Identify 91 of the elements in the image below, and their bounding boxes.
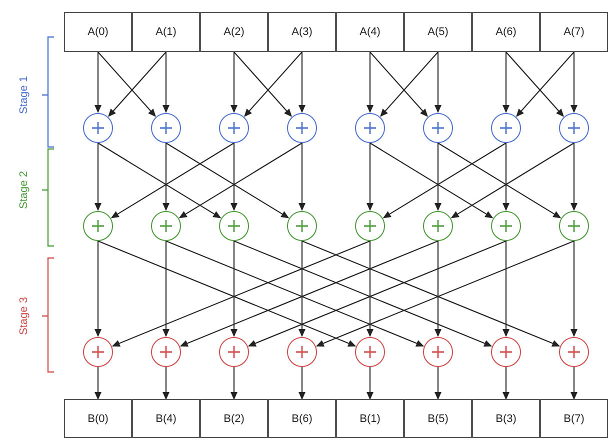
adder-circle [151,211,181,241]
adder-circle [219,211,249,241]
adder-circle [287,113,317,143]
table-cell: B(4) [132,399,200,438]
arrow [380,52,438,117]
arrow [230,367,238,400]
stage-label: Stage 2 [18,171,30,209]
adder-circle [287,337,317,367]
arrow [570,52,578,113]
table-cell: B(3) [472,399,540,438]
arrow [166,142,290,218]
adder-circle [491,211,521,241]
arrow [570,241,578,337]
arrow [298,367,306,400]
arrow [366,52,374,113]
table-cell: A(5) [404,12,472,52]
arrow [502,52,510,113]
arrow [162,367,170,400]
arrow [516,52,574,117]
arrow [244,52,302,117]
table-cell: B(1) [336,399,404,438]
arrow [366,143,374,211]
arrow [234,52,292,117]
table-cell: A(2) [200,12,268,52]
arrow [570,143,578,211]
adder-circle [83,113,113,143]
arrow [450,142,574,218]
arrow [502,143,510,211]
table-cell: A(4) [336,12,404,52]
table-cell: B(2) [200,399,268,438]
arrow [162,143,170,211]
arrow [370,52,428,117]
arrow [94,143,102,211]
adder-circle [287,211,317,241]
adder-circle [423,211,453,241]
arrow [230,143,238,211]
arrow [298,143,306,211]
arrow [98,52,156,117]
arrow [382,142,506,218]
table-cell: B(6) [268,399,336,438]
arrow [98,142,222,218]
arrow [366,367,374,400]
adder-circle [151,337,181,367]
arrow [162,241,170,337]
adder-circle [491,113,521,143]
adder-circle [491,337,521,367]
adder-circle [83,211,113,241]
table-cell: B(5) [404,399,472,438]
arrow [230,52,238,113]
adder-circle [219,113,249,143]
arrow [570,367,578,400]
table-cell: B(0) [64,399,132,438]
arrow [94,52,102,113]
adder-circle [219,337,249,367]
arrow [434,143,442,211]
adder-circle [559,211,589,241]
arrow [94,241,102,337]
arrow [506,52,564,117]
table-cell: B(7) [540,399,608,438]
adder-circle [559,113,589,143]
arrow [108,52,166,117]
arrow [94,367,102,400]
arrow [162,52,170,113]
arrow [438,142,562,218]
adder-circle [355,211,385,241]
stage-label: Stage 3 [18,297,30,335]
table-cell: A(6) [472,12,540,52]
adder-circle [355,113,385,143]
table-cell: A(0) [64,12,132,52]
adder-circle [559,337,589,367]
arrow [230,241,238,337]
adder-circle [151,113,181,143]
table-cell: A(1) [132,12,200,52]
arrow [110,142,234,218]
arrow [502,367,510,400]
table-cell: A(7) [540,12,608,52]
arrow [366,241,374,337]
arrow [178,142,302,218]
arrow [434,241,442,337]
adder-circle [423,337,453,367]
adder-circle [83,337,113,367]
table-cell: A(3) [268,12,336,52]
arrow [502,241,510,337]
arrow [298,52,306,113]
adder-circle [355,337,385,367]
arrow [434,367,442,400]
arrow [370,142,494,218]
arrow [298,241,306,337]
stage-label: Stage 1 [18,76,30,114]
arrow [434,52,442,113]
adder-circle [423,113,453,143]
